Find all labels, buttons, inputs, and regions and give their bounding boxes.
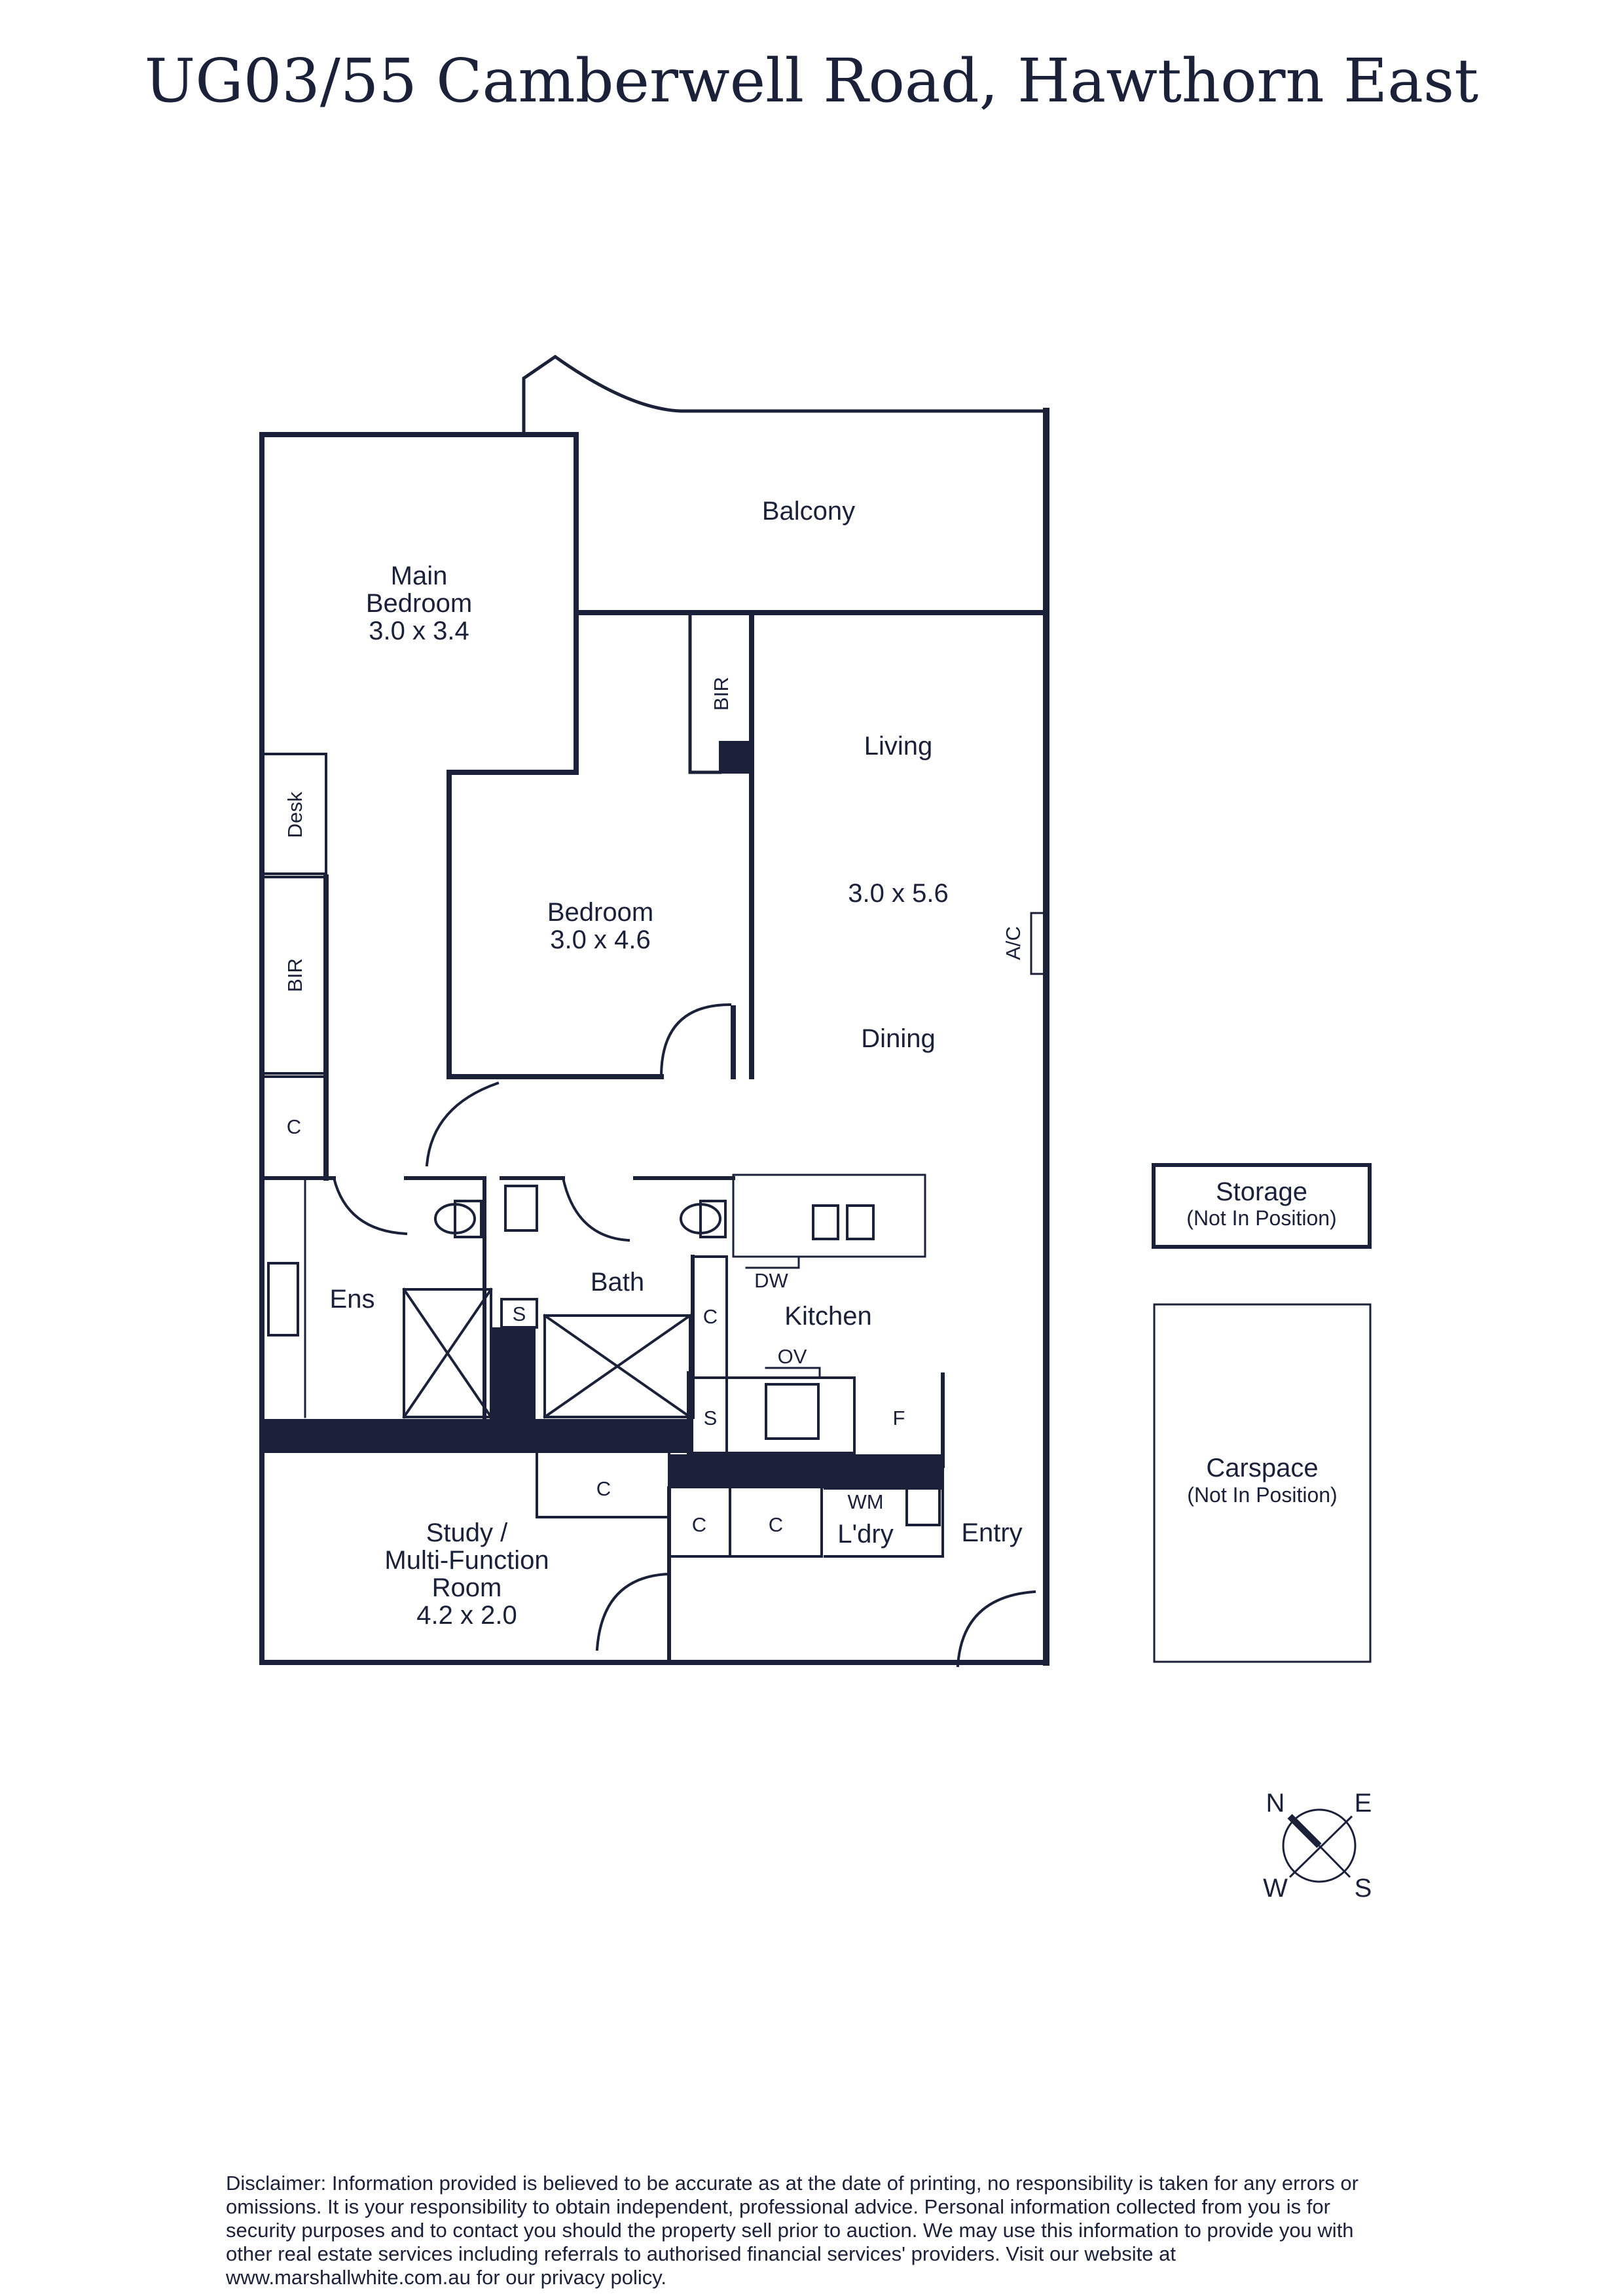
compass-north-needle — [1287, 1814, 1322, 1848]
door-bedroom — [659, 1003, 732, 1079]
dw-label: DW — [754, 1269, 788, 1292]
main-bedroom-size: 3.0 x 3.4 — [369, 617, 469, 645]
kitchen-label: Kitchen — [784, 1302, 871, 1331]
c-label-utility2: C — [769, 1513, 783, 1536]
ens-label: Ens — [330, 1285, 375, 1314]
compass-w: W — [1263, 1874, 1288, 1903]
desk-box — [261, 753, 327, 875]
kitchen-cooktop — [765, 1383, 820, 1440]
laundry-label: L'dry — [837, 1520, 893, 1549]
wm-label: WM — [847, 1490, 883, 1513]
storage-note: (Not In Position) — [1186, 1206, 1336, 1230]
central-wall — [262, 1419, 693, 1453]
main-bedroom-label-line1: Main — [391, 562, 448, 590]
kitchen-island — [732, 1174, 926, 1258]
entry-label: Entry — [961, 1518, 1022, 1547]
balcony-label: Balcony — [762, 497, 855, 526]
balcony-outline — [522, 354, 1048, 437]
bath-toilet — [679, 1200, 727, 1238]
c-label-study: C — [596, 1477, 611, 1500]
door-bath — [561, 1176, 630, 1242]
laundry-wall — [669, 1454, 944, 1488]
living-size: 3.0 x 5.6 — [848, 879, 948, 908]
kitchen-dw — [745, 1255, 800, 1269]
compass-e: E — [1355, 1789, 1372, 1818]
bir-pillar — [719, 741, 752, 774]
compass-s: S — [1355, 1874, 1372, 1903]
study-label-line3: Room — [432, 1573, 502, 1602]
ens-toilet — [433, 1200, 483, 1238]
c-label-west: C — [287, 1115, 301, 1138]
desk-label: Desk — [283, 791, 306, 838]
disclaimer: Disclaimer: Information provided is beli… — [226, 2172, 1359, 2289]
laundry-wm — [905, 1481, 941, 1526]
bath-s-box — [500, 1298, 538, 1329]
study-c-box — [536, 1452, 670, 1518]
laundry-box — [824, 1487, 944, 1558]
bath-label: Bath — [591, 1268, 644, 1297]
living-label: Living — [864, 732, 933, 761]
study-label-line2: Multi-Function — [384, 1546, 549, 1575]
door-study — [595, 1572, 670, 1651]
carspace-label: Carspace — [1206, 1454, 1318, 1482]
bath-shower — [543, 1314, 692, 1419]
storage-label: Storage — [1216, 1177, 1307, 1206]
c-label-utility1: C — [692, 1513, 706, 1536]
ac-label: A/C — [1002, 926, 1025, 960]
f-label: F — [893, 1407, 905, 1429]
bedroom-label: Bedroom — [547, 898, 653, 927]
page-title: UG03/55 Camberwell Road, Hawthorn East — [144, 46, 1479, 116]
study-size: 4.2 x 2.0 — [416, 1601, 517, 1630]
compass: N E W S — [1263, 1789, 1372, 1903]
ac-unit — [1030, 912, 1048, 975]
storage-box — [1152, 1163, 1372, 1249]
main-bedroom-label-line2: Bedroom — [366, 589, 472, 618]
bir-label-bedroom: BIR — [710, 677, 733, 711]
door-entry — [956, 1590, 1036, 1668]
kitchen-bench — [691, 1376, 856, 1454]
compass-n: N — [1266, 1789, 1285, 1818]
door-ens — [332, 1176, 408, 1236]
utility-c-boxes — [668, 1487, 823, 1558]
s-label-bath: S — [513, 1302, 526, 1325]
bir-label-main: BIR — [283, 958, 306, 992]
dining-label: Dining — [861, 1024, 935, 1053]
door-main-bedroom — [425, 1081, 500, 1167]
s-label-kitchen: S — [704, 1407, 718, 1429]
carspace-box — [1153, 1303, 1372, 1663]
ens-shower — [402, 1287, 493, 1419]
kitchen-sink — [812, 1204, 875, 1240]
ens-vanity — [267, 1262, 299, 1336]
bath-vanity — [504, 1185, 538, 1232]
carspace-note: (Not In Position) — [1187, 1483, 1337, 1507]
bath-ens-wall — [490, 1327, 536, 1419]
c-label-kitchen: C — [703, 1305, 718, 1328]
study-label-line1: Study / — [426, 1518, 508, 1547]
compass-se — [1318, 1844, 1351, 1878]
bedroom-size: 3.0 x 4.6 — [550, 925, 650, 954]
kitchen-ov — [765, 1367, 821, 1379]
compass-ring — [1282, 1808, 1357, 1883]
ov-label: OV — [778, 1345, 807, 1368]
